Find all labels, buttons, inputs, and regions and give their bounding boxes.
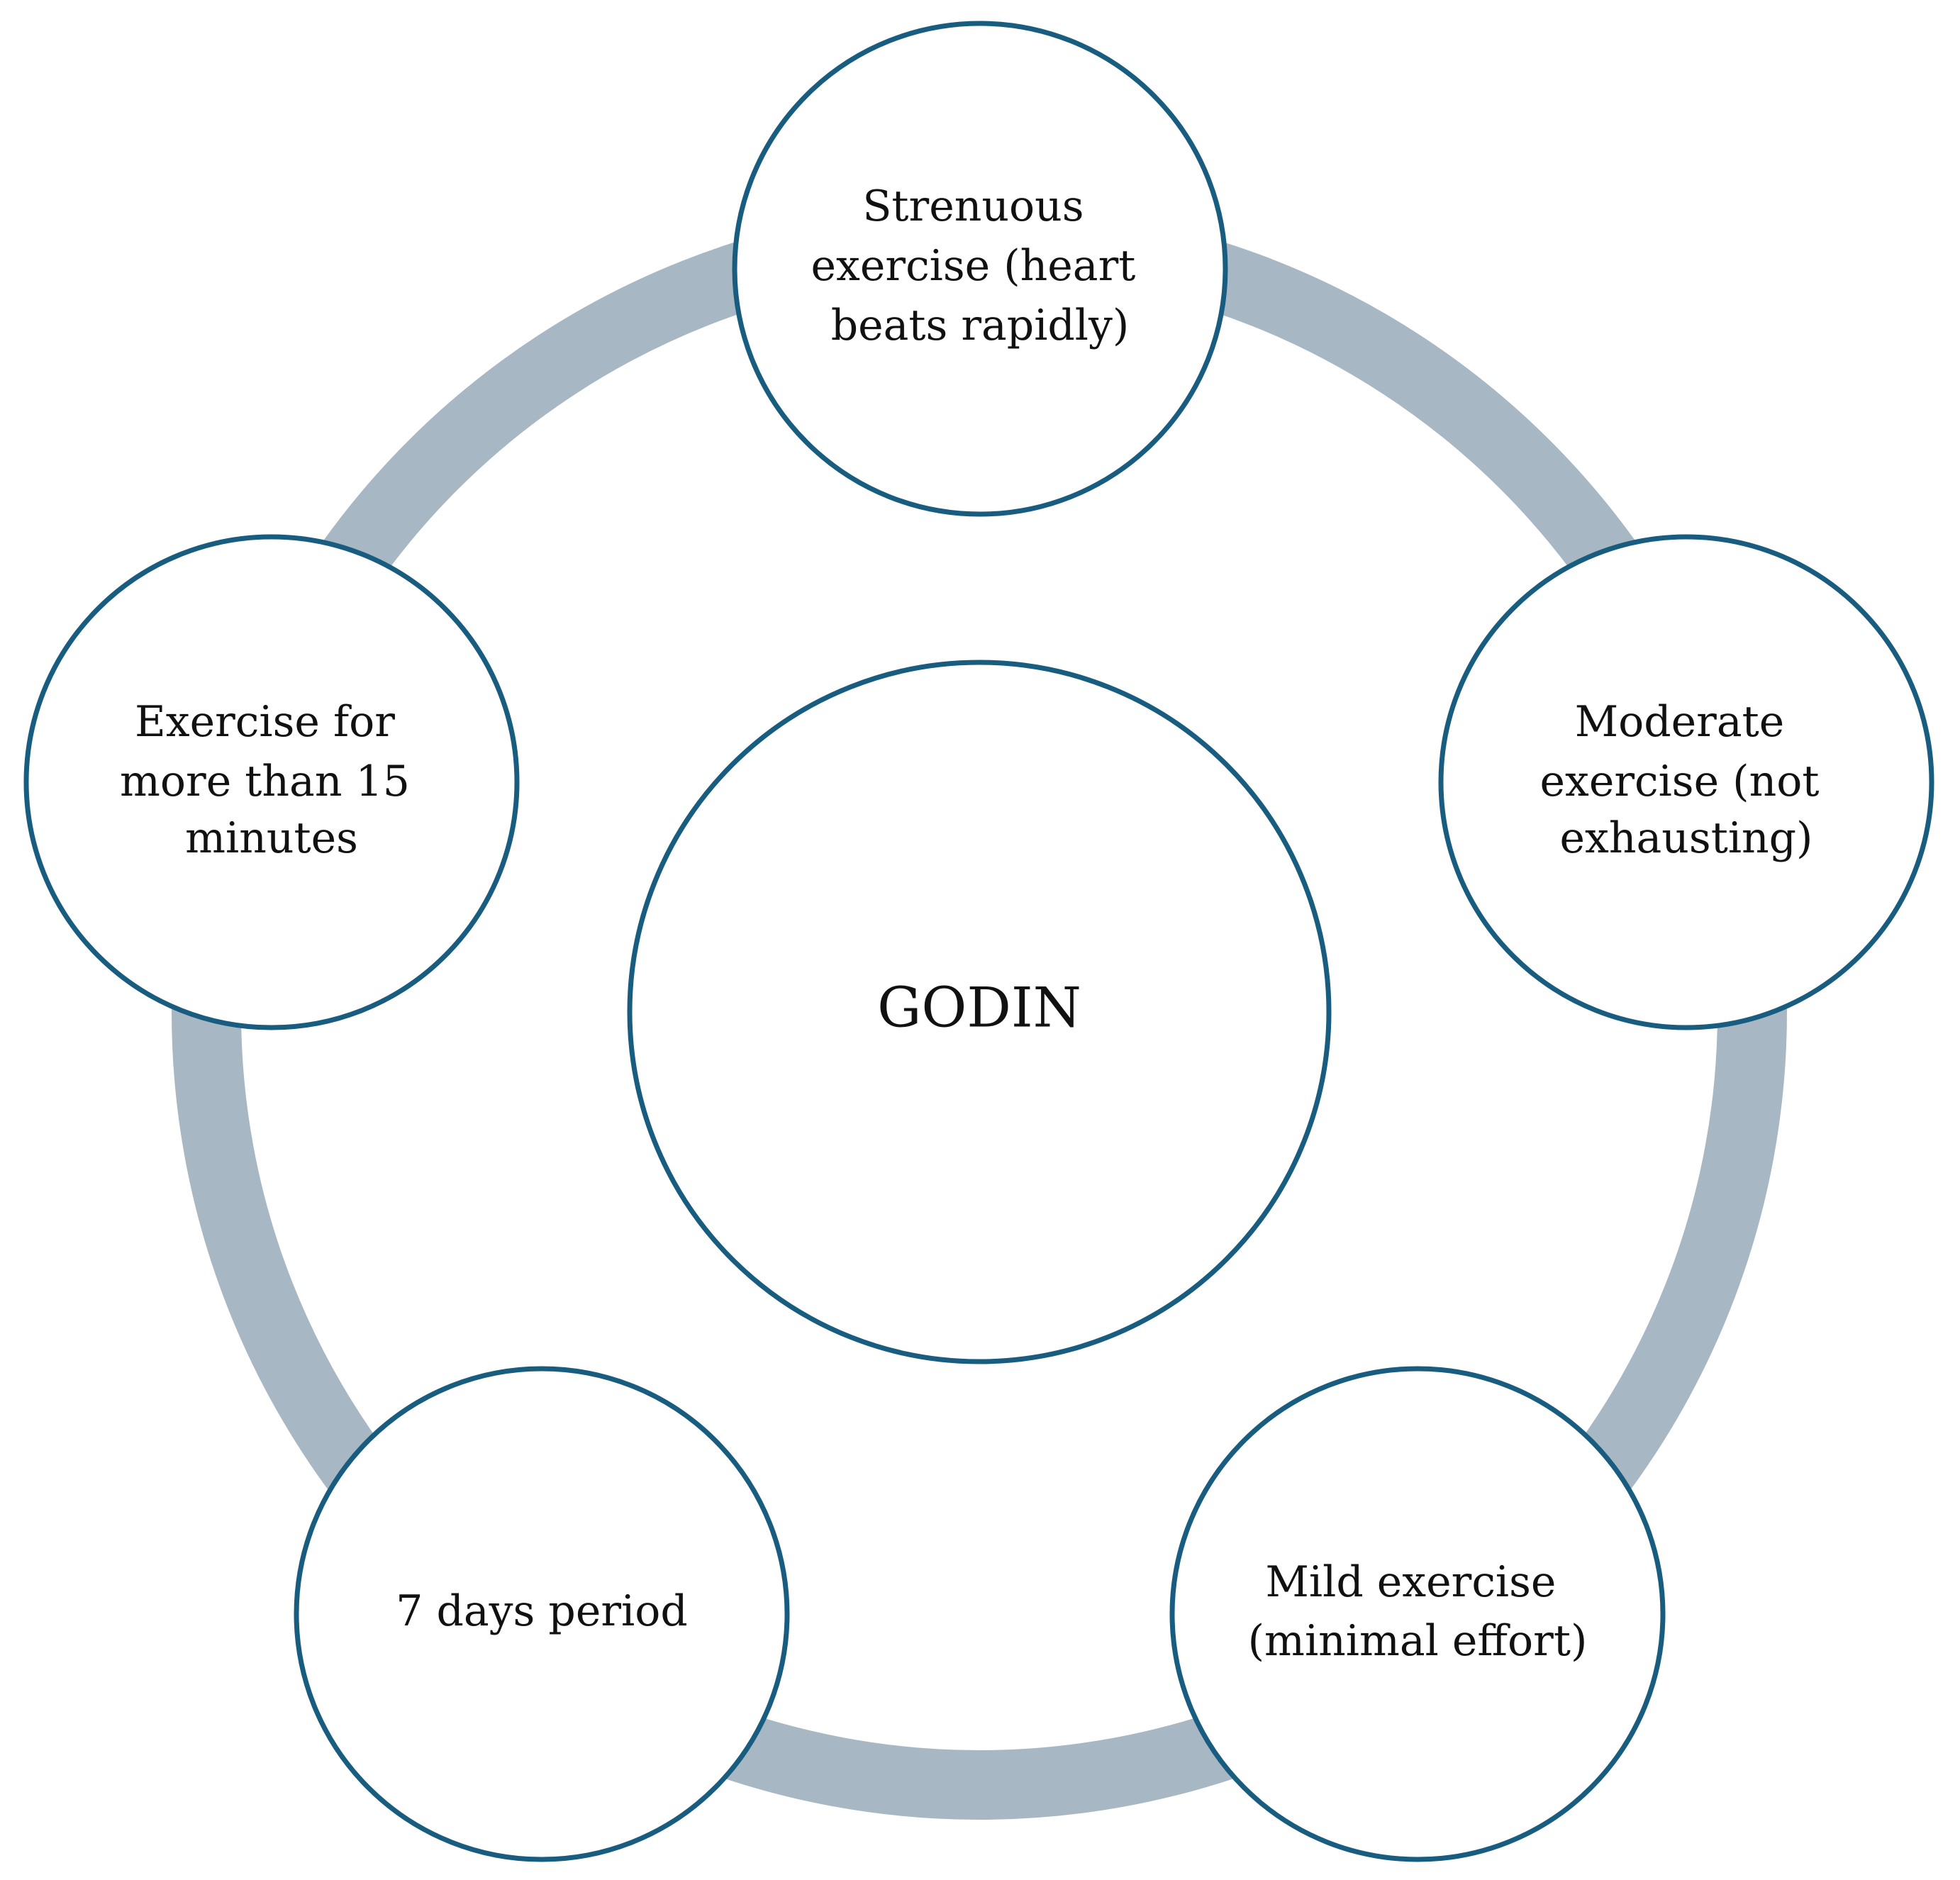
node-moderate: Moderate exercise (not exhausting) — [1438, 534, 1934, 1030]
node-seven-days-line-1: 7 days period — [396, 1586, 688, 1636]
node-fifteen-minutes-line-2: more than 15 — [120, 757, 410, 806]
node-mild-line-2: (minimal effort) — [1248, 1616, 1588, 1666]
node-mild-label: Mild exercise (minimal effort) — [1248, 1557, 1588, 1666]
node-strenuous-circle — [732, 21, 1228, 517]
node-strenuous-line-3: beats rapidly) — [831, 301, 1130, 350]
center-label: GODIN — [877, 977, 1081, 1040]
node-fifteen-minutes-label: Exercise for more than 15 minutes — [120, 697, 423, 863]
node-fifteen-minutes-circle — [23, 534, 520, 1030]
center-circle — [627, 660, 1332, 1364]
node-strenuous-label: Strenuous exercise (heart beats rapidly) — [811, 182, 1149, 350]
node-moderate-line-1: Moderate — [1575, 697, 1785, 747]
node-seven-days-circle — [294, 1366, 790, 1862]
node-fifteen-minutes: Exercise for more than 15 minutes — [23, 534, 520, 1030]
node-moderate-circle — [1438, 534, 1934, 1030]
node-moderate-line-3: exhausting) — [1560, 813, 1813, 863]
node-strenuous-line-2: exercise (heart — [811, 241, 1136, 291]
node-mild-line-1: Mild exercise — [1266, 1557, 1557, 1607]
node-mild: Mild exercise (minimal effort) — [1169, 1366, 1666, 1862]
node-strenuous: Strenuous exercise (heart beats rapidly) — [732, 21, 1228, 517]
node-mild-circle — [1169, 1366, 1666, 1862]
center-node: GODIN — [627, 660, 1332, 1364]
node-seven-days: 7 days period — [294, 1366, 790, 1862]
node-strenuous-line-1: Strenuous — [862, 182, 1084, 231]
node-seven-days-label: 7 days period — [396, 1586, 688, 1636]
node-moderate-label: Moderate exercise (not exhausting) — [1539, 697, 1832, 863]
node-fifteen-minutes-line-3: minutes — [185, 813, 358, 863]
node-moderate-line-2: exercise (not — [1539, 757, 1819, 806]
node-fifteen-minutes-line-1: Exercise for — [135, 697, 395, 747]
